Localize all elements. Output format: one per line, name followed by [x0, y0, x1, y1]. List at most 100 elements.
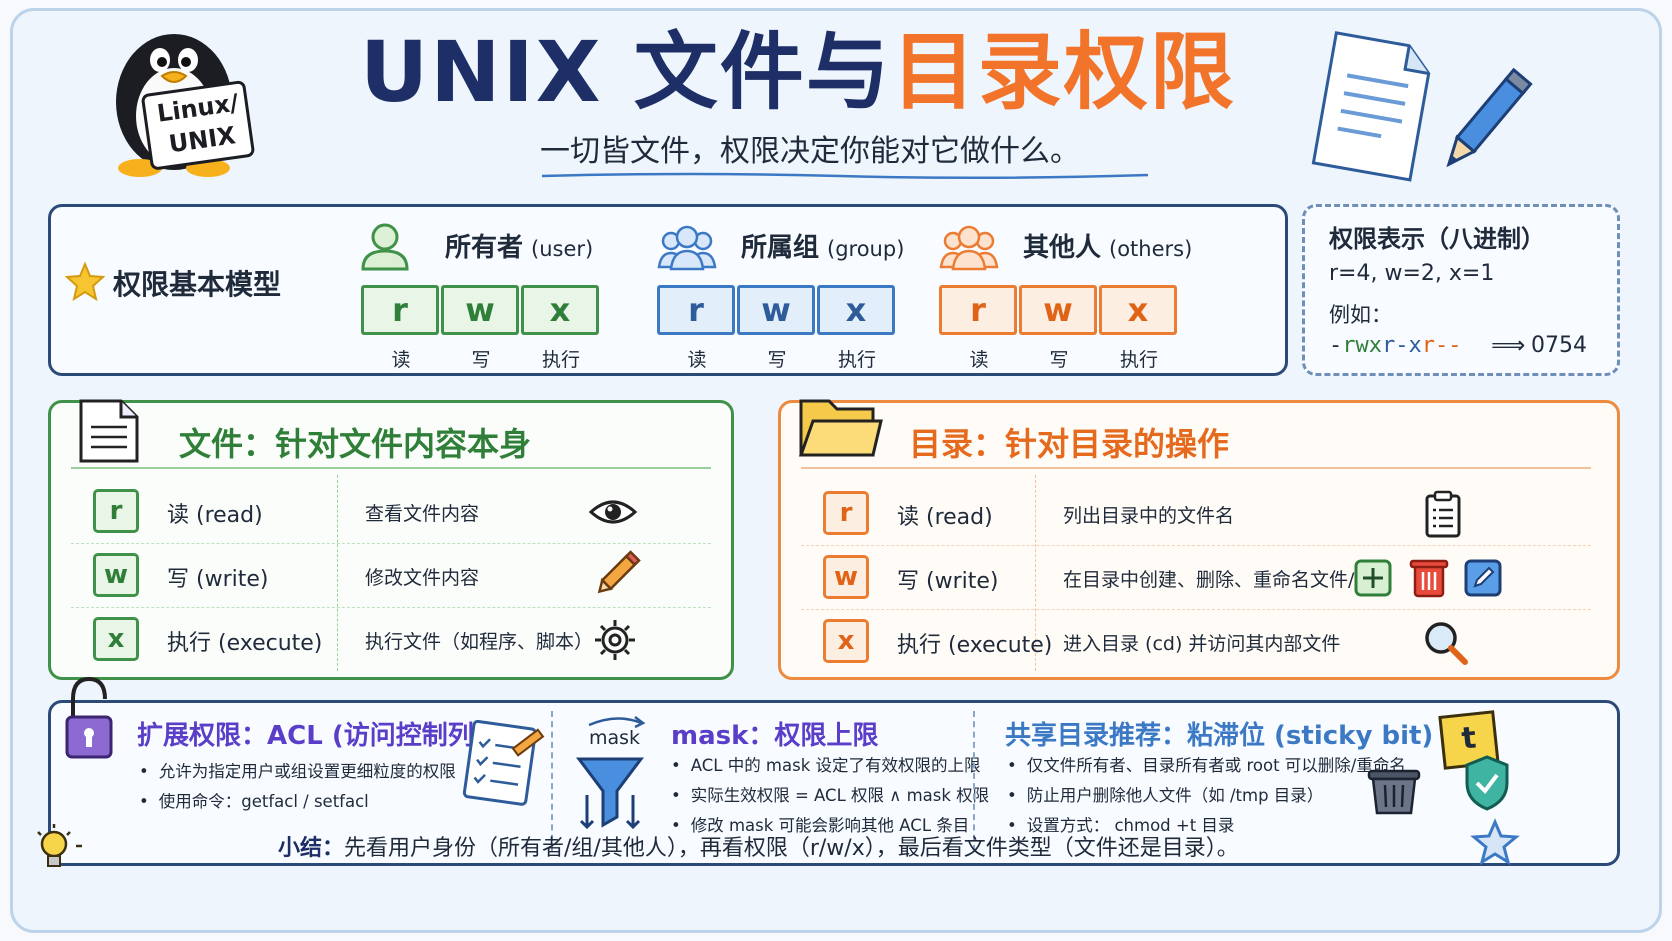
user-cells: r w x [361, 285, 601, 335]
directory-section-title: 目录：针对目录的操作 [909, 425, 1230, 463]
star-icon [64, 261, 106, 302]
group-icon [657, 225, 717, 271]
page-title: UNIX 文件与目录权限 [360, 22, 1320, 122]
user-icon [361, 223, 409, 271]
dir-r-label: 读 (read) [897, 505, 993, 530]
dir-w-label: 写 (write) [897, 569, 999, 594]
group-w-label: 写 [767, 349, 787, 371]
sticky-title: 共享目录推荐：粘滞位 (sticky bit) [1005, 721, 1434, 751]
directory-permissions-panel: 目录：针对目录的操作 r 读 (read) 列出目录中的文件名 w 写 (wri… [778, 399, 1620, 680]
extended-permissions-panel: 扩展权限：ACL (访问控制列表) 允许为指定用户或组设置更细粒度的权限 使用命… [48, 676, 1620, 866]
lightbulb-icon [37, 824, 82, 867]
dir-x-desc: 进入目录 (cd) 并访问其内部文件 [1063, 633, 1341, 655]
octal-example-label: 例如： [1329, 303, 1392, 327]
dir-x-label: 执行 (execute) [897, 633, 1053, 658]
mask-title: mask：权限上限 [671, 721, 879, 751]
dir-row-execute: x 执行 (execute) 进入目录 (cd) 并访问其内部文件 [801, 611, 1601, 673]
summary-text: 先看用户身份（所有者/组/其他人），再看权限（r/w/x），最后看文件类型（文件… [344, 836, 1239, 861]
file-r-desc: 查看文件内容 [365, 503, 480, 525]
group-group: 所属组(group) r w x 读 写 执行 [657, 217, 917, 371]
others-r-cell: r [939, 285, 1017, 335]
others-w-cell: w [1019, 285, 1097, 335]
file-r-label: 读 (read) [167, 503, 263, 528]
group-cell-labels: 读 写 执行 [657, 345, 897, 372]
perm-type: - [1329, 333, 1343, 358]
group-x-label: 执行 [837, 349, 876, 371]
others-cells: r w x [939, 285, 1179, 335]
file-x-desc: 执行文件（如程序、脚本） [365, 631, 594, 653]
file-row-divider-1 [71, 543, 711, 544]
sticky-item-1: 仅文件所有者、目录所有者或 root 可以删除/重命名 [1007, 751, 1406, 781]
add-icon [1354, 559, 1392, 597]
dir-r-badge: r [823, 491, 869, 535]
file-column-divider [337, 475, 338, 671]
file-x-badge: x [93, 617, 139, 661]
others-x-label: 执行 [1119, 349, 1158, 371]
group-others-name: 其他人(others) [1023, 233, 1193, 263]
others-x-cell: x [1099, 285, 1177, 335]
file-section-title: 文件：针对文件内容本身 [179, 425, 532, 463]
file-w-label: 写 (write) [167, 567, 269, 592]
acl-item-2: 使用命令：getfacl / setfacl [139, 787, 456, 817]
user-x-label: 执行 [541, 349, 580, 371]
group-group-name: 所属组(group) [741, 233, 905, 263]
checklist-icon [462, 719, 545, 806]
group-w-cell: w [737, 285, 815, 335]
folder-icon [798, 399, 883, 457]
trash-bin-icon [1367, 769, 1421, 815]
octal-notation-panel: 权限表示（八进制） r=4, w=2, x=1 例如： -rwxr-xr-- ⟹… [1302, 204, 1620, 376]
funnel-icon [576, 757, 644, 830]
file-row-execute: x 执行 (execute) 执行文件（如程序、脚本） [71, 609, 711, 671]
user-x-cell: x [521, 285, 599, 335]
title-part-1: UNIX 文件与 [360, 23, 892, 121]
file-row-read: r 读 (read) 查看文件内容 [71, 481, 711, 543]
dir-w-badge: w [823, 555, 869, 599]
mask-list: ACL 中的 mask 设定了有效权限的上限 实际生效权限 = ACL 权限 ∧… [671, 751, 989, 841]
mask-item-2: 实际生效权限 = ACL 权限 ∧ mask 权限 [671, 781, 989, 811]
group-user: 所有者(user) r w x 读 写 执行 [361, 217, 621, 371]
group-r-label: 读 [687, 349, 707, 371]
dir-x-badge: x [823, 619, 869, 663]
ext-separator-2 [973, 711, 975, 851]
octal-title: 权限表示（八进制） [1329, 225, 1545, 253]
list-icon [1425, 490, 1461, 538]
group-user-name: 所有者(user) [445, 233, 594, 263]
file-row-divider-2 [71, 607, 711, 608]
mask-item-1: ACL 中的 mask 设定了有效权限的上限 [671, 751, 989, 781]
perm-user: rwx [1342, 333, 1382, 358]
mascot-sign: Linux/ UNIX [148, 86, 252, 163]
sticky-item-3: 设置方式： chmod +t 目录 [1007, 811, 1406, 841]
acl-title: 扩展权限：ACL (访问控制列表) [137, 721, 512, 751]
penguin-mascot-icon [116, 34, 255, 177]
octal-arrow: ⟹ [1491, 331, 1526, 359]
others-w-label: 写 [1049, 349, 1069, 371]
file-w-desc: 修改文件内容 [365, 567, 480, 589]
octal-perm-string: -rwxr-xr-- [1329, 333, 1462, 358]
sticky-list: 仅文件所有者、目录所有者或 root 可以删除/重命名 防止用户删除他人文件（如… [1007, 751, 1406, 841]
eye-icon [588, 500, 638, 524]
mask-arrow-icon [588, 716, 646, 729]
octal-values: r=4, w=2, x=1 [1329, 261, 1495, 286]
dir-row-divider-1 [801, 545, 1591, 546]
user-r-label: 读 [391, 349, 411, 371]
group-group-en: (group) [827, 237, 905, 261]
mask-item-3: 修改 mask 可能会影响其他 ACL 条目 [671, 811, 989, 841]
dir-w-desc: 在目录中创建、删除、重命名文件/目录 [1063, 569, 1393, 591]
group-cells: r w x [657, 285, 897, 335]
shield-icon [1465, 755, 1509, 811]
file-x-label: 执行 (execute) [167, 631, 323, 656]
group-user-en: (user) [531, 237, 594, 261]
user-r-cell: r [361, 285, 439, 335]
mask-icon-label: mask [589, 727, 641, 749]
dir-row-divider-2 [801, 609, 1591, 610]
file-permissions-panel: 文件：针对文件内容本身 r 读 (read) 查看文件内容 w 写 (write… [48, 399, 734, 680]
edit-icon [1464, 559, 1502, 597]
dir-column-divider [1035, 475, 1036, 671]
pencil-icon [597, 550, 641, 594]
star-outline-icon [1470, 818, 1520, 866]
title-part-2: 目录权限 [891, 23, 1236, 121]
others-icon [939, 225, 999, 271]
trash-icon [1409, 559, 1449, 598]
dir-title-rule [801, 467, 1591, 469]
others-r-label: 读 [969, 349, 989, 371]
